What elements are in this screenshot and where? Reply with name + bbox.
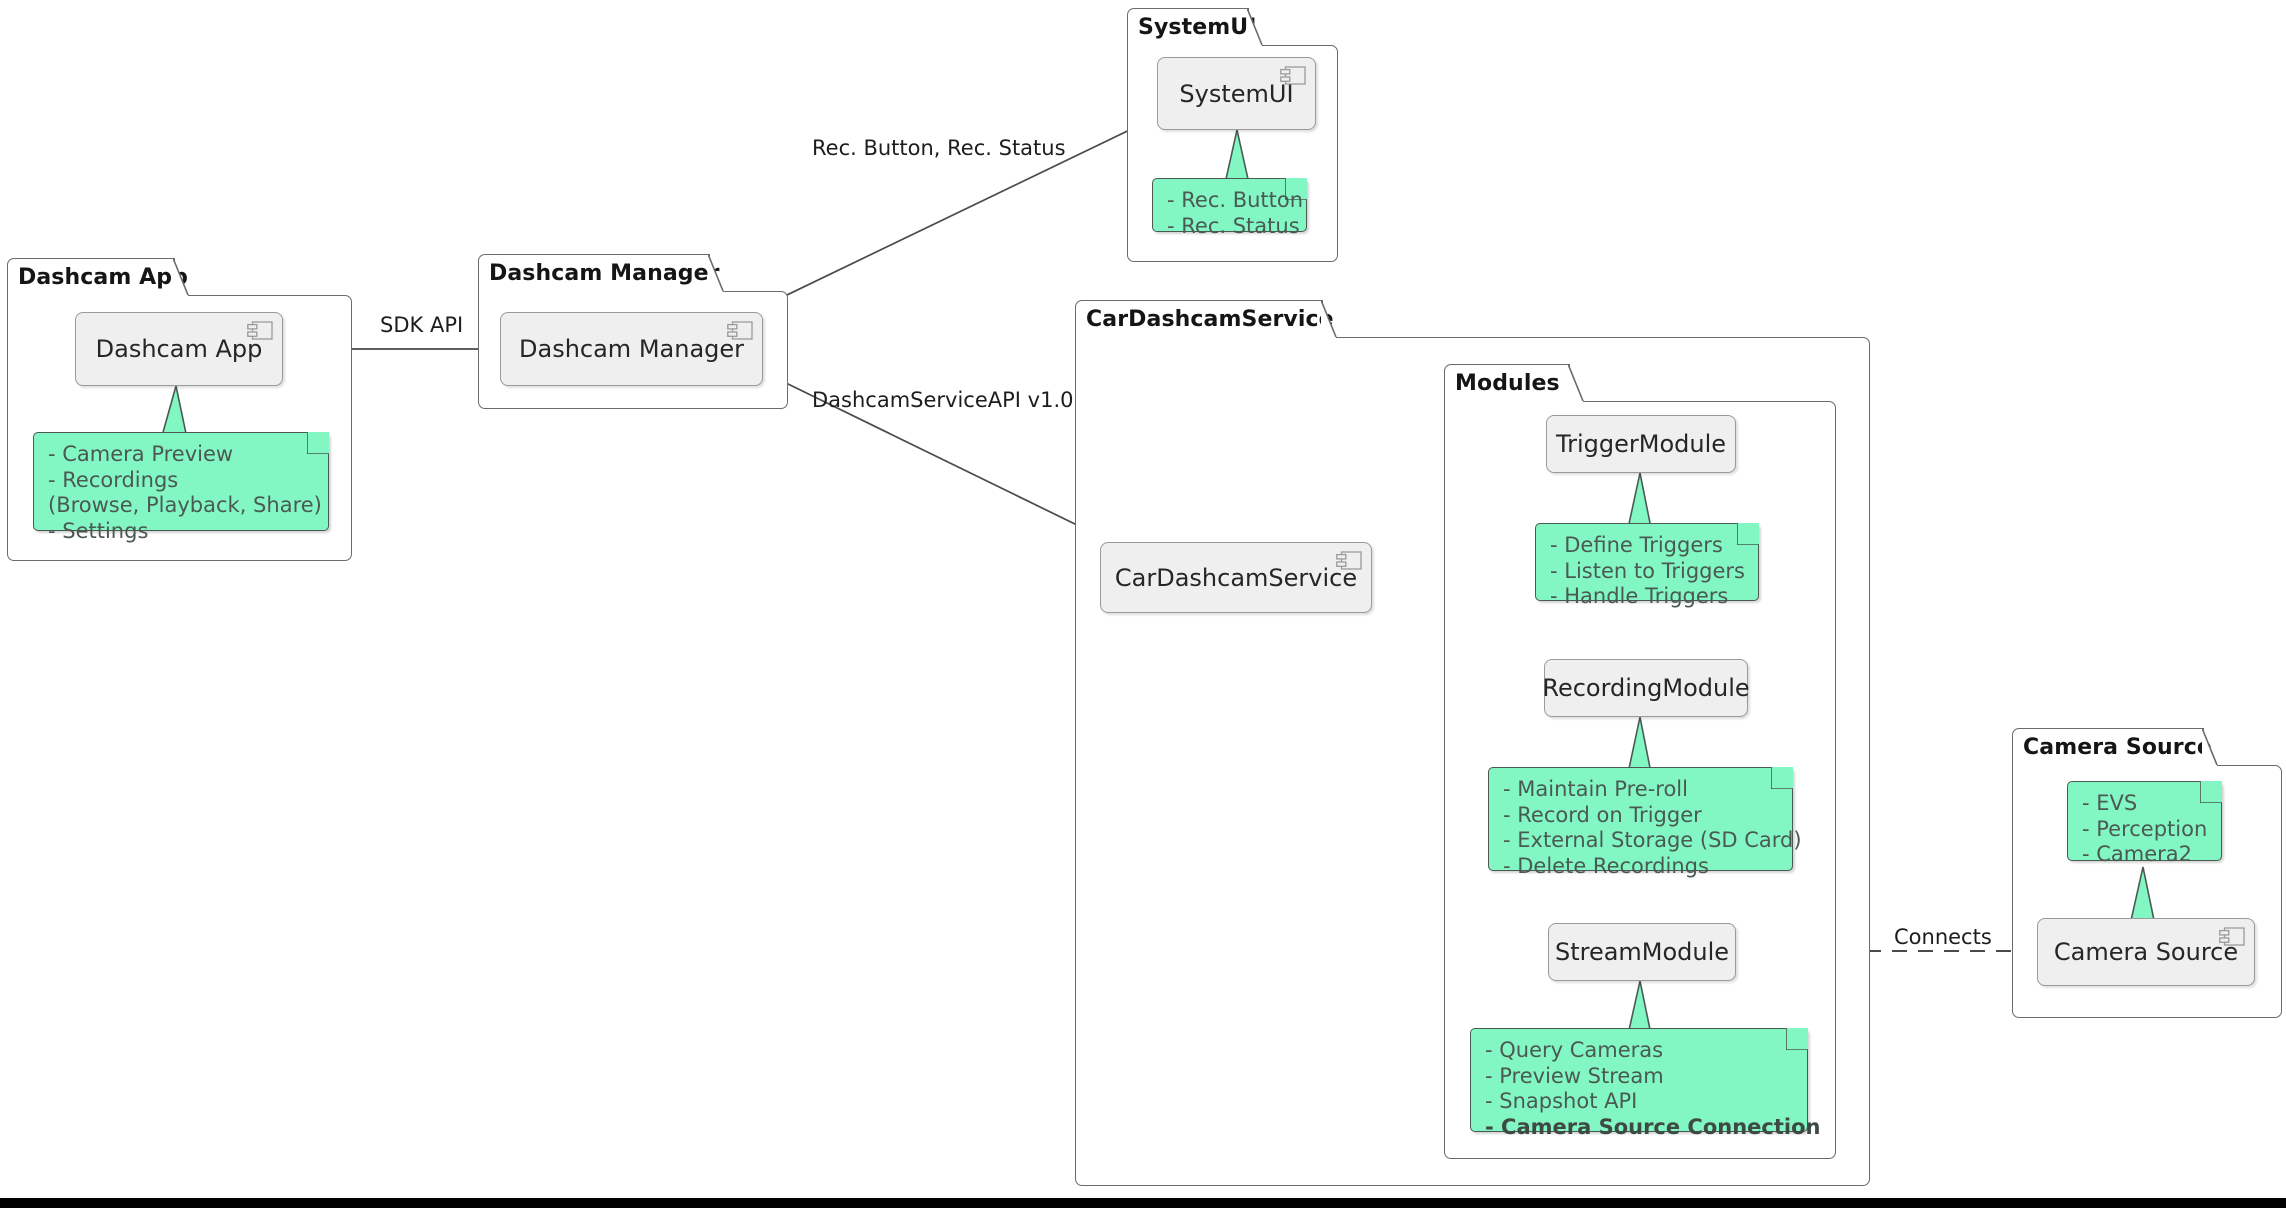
- component-label: TriggerModule: [1555, 430, 1727, 458]
- package-label: CarDashcamService: [1086, 307, 1334, 332]
- component-label: CarDashcamService: [1114, 563, 1358, 592]
- note-line: - Query Cameras: [1485, 1038, 1664, 1062]
- component-dashcam-manager[interactable]: Dashcam Manager: [500, 312, 763, 386]
- component-label: Dashcam App: [95, 335, 263, 363]
- component-systemui[interactable]: SystemUI: [1157, 57, 1316, 130]
- note-line: - Snapshot API: [1485, 1089, 1638, 1113]
- edge-label-dashcamserviceapi: DashcamServiceAPI v1.0: [812, 388, 1074, 412]
- component-icon: [247, 321, 273, 340]
- component-label: RecordingModule: [1542, 674, 1750, 702]
- package-tab-fold: [1568, 364, 1586, 402]
- package-label: Modules: [1455, 371, 1560, 396]
- note-line: - Camera Source Connection: [1485, 1114, 1821, 1139]
- package-tab-dashcam-manager: Dashcam Manager: [478, 254, 720, 292]
- component-label: Camera Source: [2053, 938, 2239, 966]
- note-fold-corner: [1736, 523, 1759, 546]
- edge-label-sdk-api: SDK API: [380, 313, 464, 337]
- bottom-bar: [0, 1198, 2286, 1208]
- note-streammodule: - Query Cameras - Preview Stream - Snaps…: [1470, 1028, 1820, 1139]
- note-camera-source: - EVS - Perception - Camera2: [2067, 781, 2222, 866]
- note-triggermodule: - Define Triggers - Listen to Triggers -…: [1535, 523, 1759, 608]
- package-tab-fold: [2202, 728, 2220, 766]
- note-line: - Camera2: [2082, 842, 2193, 866]
- component-cardashcamservice[interactable]: CarDashcamService: [1100, 542, 1372, 613]
- note-line: - Delete Recordings: [1503, 853, 1709, 878]
- note-line: - Recordings: [48, 467, 179, 492]
- component-triggermodule[interactable]: TriggerModule: [1546, 415, 1736, 473]
- package-tab-modules: Modules: [1444, 364, 1570, 402]
- note-fold-corner: [306, 432, 329, 455]
- note-line: (Browse, Playback, Share): [48, 493, 322, 517]
- note-line: - Rec. Button: [1167, 188, 1304, 212]
- package-tab-fold: [1321, 300, 1339, 338]
- note-systemui: - Rec. Button - Rec. Status: [1152, 178, 1307, 238]
- component-icon: [1336, 551, 1362, 570]
- package-tab-dashcam-app: Dashcam App: [7, 258, 188, 296]
- component-dashcam-app[interactable]: Dashcam App: [75, 312, 283, 386]
- component-icon: [1280, 66, 1306, 85]
- note-fold-corner: [2199, 781, 2222, 804]
- edge-label-rec-button-status: Rec. Button, Rec. Status: [812, 136, 1066, 160]
- note-fold-corner: [1284, 178, 1307, 201]
- package-tab-cardashcamservice: CarDashcamService: [1075, 300, 1334, 338]
- component-label: SystemUI: [1179, 79, 1294, 108]
- note-line: - Listen to Triggers: [1550, 558, 1745, 583]
- note-recordingmodule: - Maintain Pre-roll - Record on Trigger …: [1488, 767, 1802, 878]
- package-tab-fold: [708, 254, 726, 292]
- component-label: StreamModule: [1554, 938, 1730, 966]
- note-line: - Camera Preview: [48, 442, 234, 466]
- package-tab-fold: [173, 258, 191, 296]
- package-tab-systemui: SystemUI: [1127, 8, 1256, 46]
- note-line: - Settings: [48, 518, 149, 543]
- note-line: - Rec. Status: [1167, 213, 1300, 238]
- note-line: - EVS: [2082, 791, 2138, 815]
- note-line: - External Storage (SD Card): [1503, 828, 1802, 852]
- package-label: SystemUI: [1138, 15, 1257, 40]
- note-line: - Maintain Pre-roll: [1503, 777, 1688, 801]
- component-recordingmodule[interactable]: RecordingModule: [1542, 659, 1750, 717]
- package-tab-camera-source: Camera Source: [2012, 728, 2212, 766]
- note-line: - Record on Trigger: [1503, 802, 1702, 827]
- component-streammodule[interactable]: StreamModule: [1548, 923, 1736, 981]
- note-fold-corner: [1770, 767, 1793, 790]
- package-label: Dashcam App: [18, 265, 188, 290]
- note-dashcam-app: - Camera Preview - Recordings (Browse, P…: [33, 432, 329, 543]
- edge-label-connects: Connects: [1889, 925, 1997, 949]
- note-line: - Preview Stream: [1485, 1063, 1664, 1088]
- component-camera-source[interactable]: Camera Source: [2037, 918, 2255, 986]
- package-label: Camera Source: [2023, 735, 2212, 760]
- component-icon: [727, 321, 753, 340]
- note-line: - Perception: [2082, 816, 2208, 841]
- package-label: Dashcam Manager: [489, 261, 720, 286]
- note-line: - Handle Triggers: [1550, 584, 1729, 608]
- component-icon: [2219, 927, 2245, 946]
- component-label: Dashcam Manager: [519, 335, 745, 363]
- package-tab-fold: [1247, 8, 1265, 46]
- note-line: - Define Triggers: [1550, 533, 1723, 557]
- note-fold-corner: [1785, 1028, 1808, 1051]
